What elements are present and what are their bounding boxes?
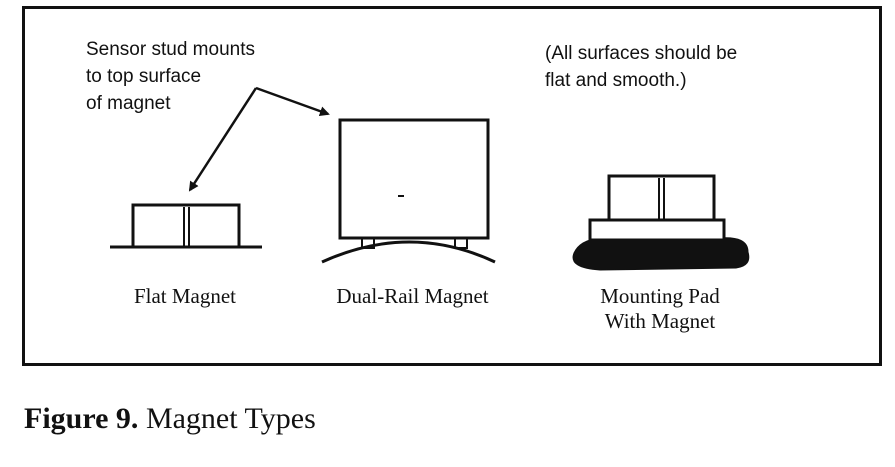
flat-magnet <box>110 203 262 249</box>
surfaces-note: (All surfaces should be flat and smooth.… <box>545 43 738 91</box>
sensor-stud-callout: Sensor stud mounts to top surface of mag… <box>86 39 255 114</box>
dual-rail-magnet <box>321 118 496 264</box>
mounting-pad-magnet <box>572 174 750 271</box>
diagram-frame <box>22 6 882 366</box>
callout-arrows <box>188 86 330 192</box>
figure-caption: Figure 9. Magnet Types <box>24 402 316 436</box>
mounting-pad-label: Mounting Pad With Magnet <box>600 284 720 333</box>
dual-rail-magnet-label: Dual-Rail Magnet <box>336 284 489 308</box>
figure-number: Figure 9. <box>24 402 139 435</box>
figure-title: Magnet Types <box>138 402 316 435</box>
flat-magnet-label: Flat Magnet <box>133 284 237 308</box>
